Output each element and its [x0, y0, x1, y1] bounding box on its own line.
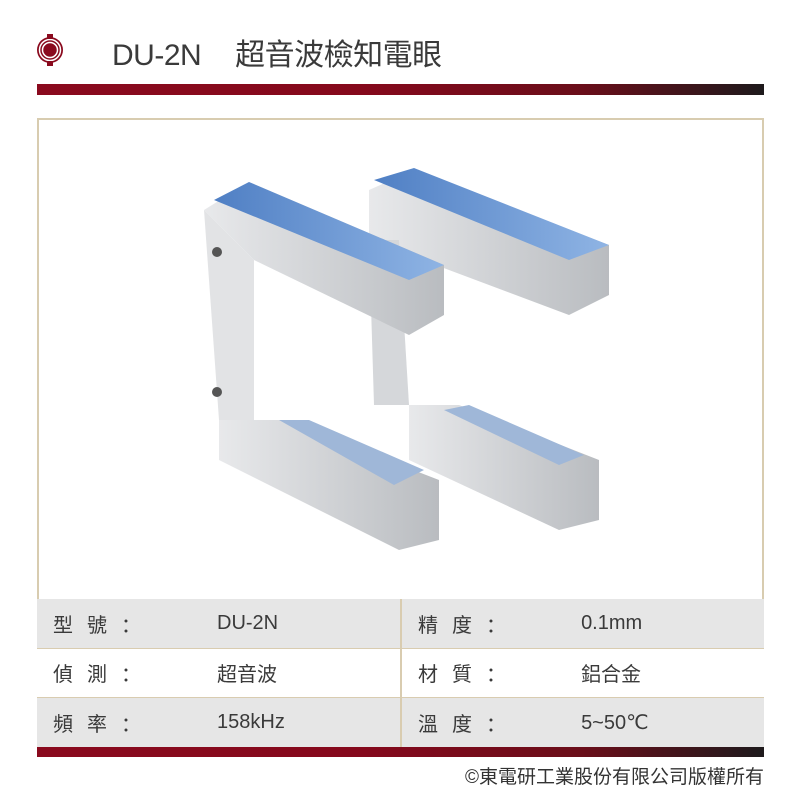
model-name: DU-2N: [112, 39, 202, 72]
spec-label: 溫度：: [418, 714, 520, 737]
spec-label: 精度：: [418, 614, 520, 637]
footer-divider: [37, 747, 764, 757]
spec-value: 0.1mm: [581, 611, 643, 634]
spec-row: 偵測： 超音波 材質： 鋁合金: [37, 648, 764, 698]
spec-label: 型號：: [53, 614, 155, 637]
spec-row: 型號： DU-2N 精度： 0.1mm: [37, 599, 764, 649]
spec-label: 頻率：: [53, 714, 155, 737]
spec-label: 偵測：: [53, 664, 155, 687]
spec-value: 5~50℃: [581, 712, 649, 735]
sensor-front: [204, 182, 444, 550]
spec-label: 材質：: [418, 664, 520, 687]
company-logo-icon: [37, 34, 63, 66]
spec-value: DU-2N: [217, 611, 279, 634]
spec-value: 鋁合金: [581, 664, 642, 687]
header-divider: [37, 84, 764, 95]
spec-value: 158kHz: [217, 711, 285, 734]
copyright-text: ©東電研工業股份有限公司版權所有: [464, 767, 764, 788]
product-photo: [37, 118, 764, 599]
spec-value: 超音波: [217, 664, 277, 687]
spec-row: 頻率： 158kHz 溫度： 5~50℃: [37, 698, 764, 748]
spec-table: 型號： DU-2N 精度： 0.1mm 偵測： 超音波 材質： 鋁合金 頻率： 158kH…: [37, 599, 764, 748]
product-name: 超音波檢知電眼: [235, 39, 442, 72]
ultrasonic-sensor-illustration: [204, 168, 609, 550]
page-title: DU-2N 超音波檢知電眼: [112, 30, 476, 74]
